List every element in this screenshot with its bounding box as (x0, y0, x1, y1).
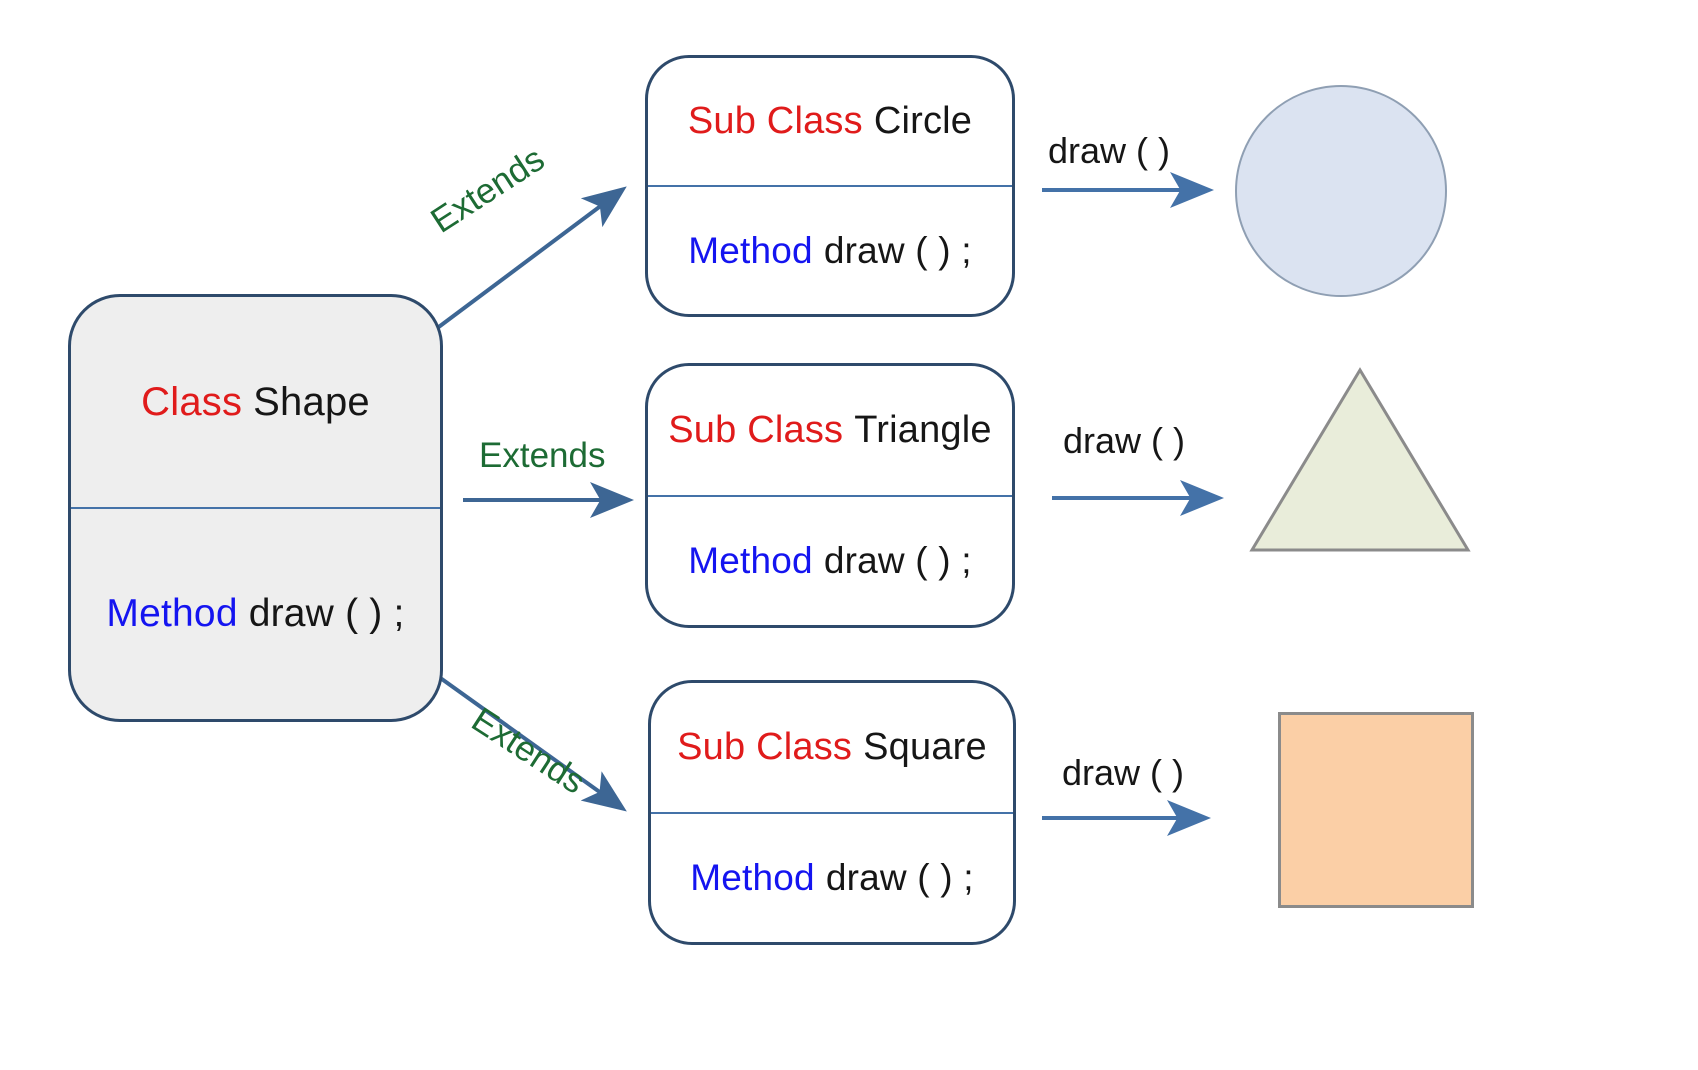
result-shape-circle (1235, 85, 1447, 297)
class-box-square-divider (651, 811, 1013, 814)
subclass-name: Square (863, 725, 987, 768)
method-keyword: Method (690, 856, 815, 898)
result-shape-triangle (1249, 367, 1471, 552)
method-signature: draw ( ) ; (823, 229, 972, 271)
method-signature: draw ( ) ; (825, 856, 974, 898)
method-keyword: Method (106, 592, 238, 635)
subclass-keyword: Sub Class (687, 100, 863, 142)
method-signature: draw ( ) ; (823, 539, 972, 581)
draw-call-label-circle: draw ( ) (1048, 130, 1171, 171)
extends-arrow-circle (430, 186, 627, 334)
method-keyword: Method (688, 539, 813, 581)
subclass-name: Circle (873, 100, 973, 142)
class-box-shape-divider (71, 507, 440, 509)
extends-label-triangle: Extends (479, 436, 606, 475)
draw-call-label-triangle: draw ( ) (1063, 420, 1186, 461)
class-box-circle-divider (648, 185, 1012, 187)
draw-call-label-square: draw ( ) (1062, 752, 1185, 793)
subclass-name: Triangle (854, 408, 992, 451)
class-keyword: Class (141, 379, 243, 424)
subclass-keyword: Sub Class (668, 408, 844, 451)
method-signature: draw ( ) ; (248, 592, 405, 635)
extends-arrow-square (430, 670, 627, 812)
class-box-triangle-divider (648, 494, 1012, 497)
method-keyword: Method (688, 229, 813, 271)
subclass-keyword: Sub Class (677, 725, 853, 768)
class-name: Shape (253, 379, 370, 424)
result-shape-square (1278, 712, 1474, 908)
